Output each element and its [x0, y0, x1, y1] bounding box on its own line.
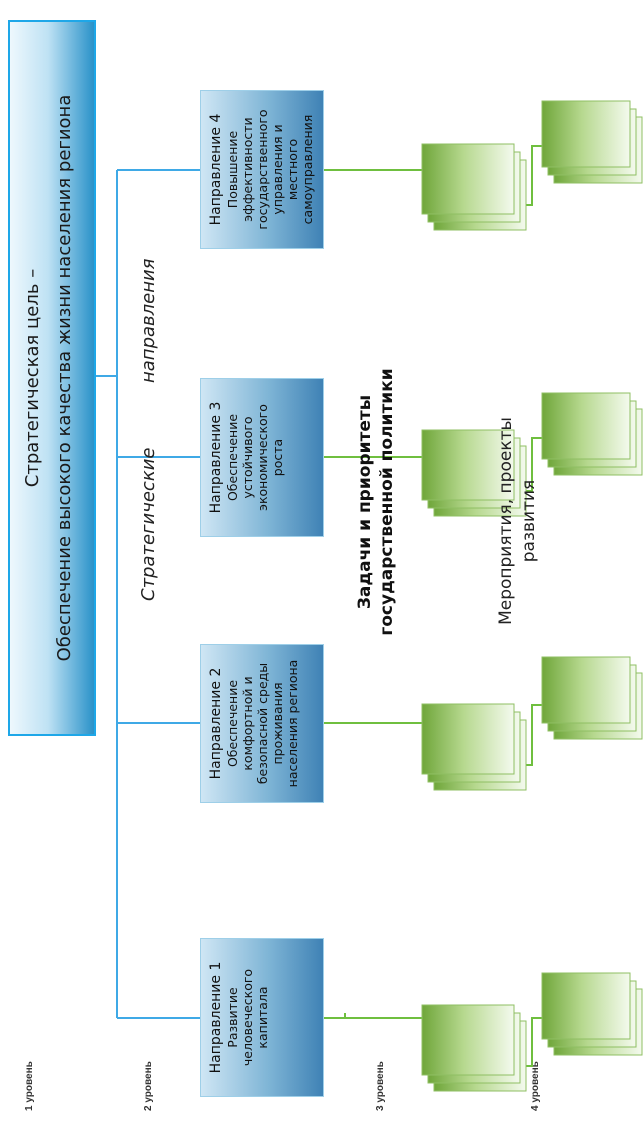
doc-stack-l3-1	[421, 1004, 527, 1092]
doc-stack-l3-3	[421, 429, 527, 517]
strategic-goal-box: Стратегическая цель – Обеспечение высоко…	[8, 20, 96, 736]
direction-1-text: Развитие человеческого капитала	[225, 968, 270, 1067]
doc-stack-l4-1	[541, 972, 643, 1056]
direction-box-3: Направление 3 Обеспечение устойчивого эк…	[200, 378, 324, 537]
doc-stack-l4-4	[541, 100, 643, 184]
direction-box-1: Направление 1 Развитие человеческого кап…	[200, 938, 324, 1097]
goal-text: Обеспечение высокого качества жизни насе…	[54, 94, 75, 662]
doc-stack-l3-2	[421, 703, 527, 791]
doc-stack-l3-4	[421, 143, 527, 231]
strategic-label-word1: Стратегические	[138, 447, 159, 601]
direction-1-title: Направление 1	[208, 961, 224, 1074]
direction-box-4: Направление 4 Повышение эффективности го…	[200, 90, 324, 249]
level3-label: Задачи и приоритеты государственной поли…	[355, 368, 397, 636]
direction-box-2: Направление 2 Обеспечение комфортной и б…	[200, 644, 324, 803]
direction-4-text: Повышение эффективности государственного…	[225, 109, 315, 230]
doc-stack-l4-2	[541, 656, 643, 740]
direction-4-title: Направление 4	[208, 113, 224, 226]
direction-2-title: Направление 2	[208, 667, 224, 780]
doc-stack-l4-3	[541, 392, 643, 476]
direction-3-text: Обеспечение устойчивого экономического р…	[225, 404, 285, 511]
direction-2-text: Обеспечение комфортной и безопасной сред…	[225, 659, 300, 788]
strategic-label-word2: направления	[138, 258, 159, 383]
level4-label: Мероприятия, проекты развития	[496, 417, 539, 625]
goal-title: Стратегическая цель –	[22, 268, 43, 488]
direction-3-title: Направление 3	[208, 401, 224, 514]
